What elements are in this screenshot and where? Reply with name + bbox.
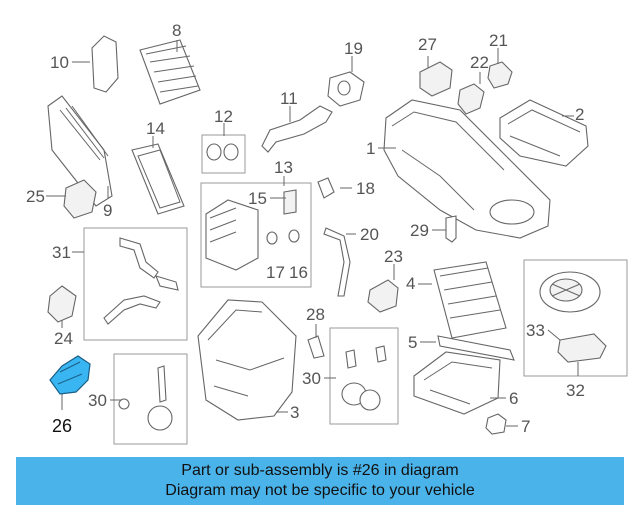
callout-7: 7: [521, 417, 530, 436]
part-23-sensor: [367, 279, 399, 313]
callout-20: 20: [360, 225, 379, 244]
callout-4: 4: [406, 274, 415, 293]
callout-30-right: 30: [302, 369, 321, 388]
part-24-actuator: [47, 285, 77, 323]
part-30-right-parts: [341, 345, 387, 411]
callout-26: 26: [52, 416, 72, 436]
part-29-sensor: [445, 215, 457, 243]
callout-labels: 1 2 3 4 5 6 7 8 9 10 11 12 13 14 15 16 1…: [26, 21, 585, 436]
part-30-left-parts: [118, 365, 173, 431]
part-33-resistor: [557, 333, 607, 363]
part-26-actuator-highlighted: [49, 355, 91, 395]
callout-22: 22: [470, 53, 489, 72]
callout-27: 27: [418, 35, 437, 54]
callout-32: 32: [566, 381, 585, 400]
callout-3: 3: [290, 403, 299, 422]
part-11-pipe: [261, 105, 333, 153]
callout-29: 29: [410, 221, 429, 240]
group-box-30-left: [113, 353, 188, 445]
callout-25: 25: [26, 187, 45, 206]
callout-13: 13: [274, 158, 293, 177]
part-13-evaporator-kit: [205, 189, 300, 271]
part-18-grommet: [317, 177, 335, 199]
part-12-rings: [206, 143, 239, 161]
part-31-hoses: [103, 237, 179, 325]
part-19-seal: [327, 71, 365, 107]
group-box-13: [200, 182, 312, 288]
info-banner: Part or sub-assembly is #26 in diagram D…: [16, 457, 624, 505]
part-4-filter: [433, 261, 507, 339]
part-32-blower-motor: [539, 271, 601, 313]
callout-9: 9: [103, 201, 112, 220]
callout-15: 15: [248, 189, 267, 208]
callout-18: 18: [356, 179, 375, 198]
callout-12: 12: [214, 107, 233, 126]
callout-19: 19: [344, 39, 363, 58]
part-2-case-half: [499, 99, 589, 167]
leader-lines: [46, 40, 579, 427]
part-3-lower-housing: [197, 299, 297, 421]
callout-6: 6: [509, 389, 518, 408]
banner-line-1: Part or sub-assembly is #26 in diagram: [181, 462, 459, 479]
banner-line-2: Diagram may not be specific to your vehi…: [165, 482, 475, 499]
part-21-actuator: [487, 61, 513, 89]
part-25-actuator: [63, 179, 97, 219]
part-28-fitting: [307, 335, 325, 359]
callout-5: 5: [408, 333, 417, 352]
callout-21: 21: [489, 31, 508, 50]
callout-11: 11: [280, 89, 298, 108]
part-14-cabin-filter: [131, 143, 185, 215]
callout-33: 33: [526, 321, 545, 340]
callout-30-left: 30: [88, 391, 107, 410]
group-box-32: [523, 259, 628, 377]
callout-2: 2: [575, 105, 584, 124]
part-20-tube: [323, 227, 351, 297]
callout-1: 1: [366, 139, 375, 158]
callout-24: 24: [54, 329, 73, 348]
part-10-bracket: [91, 35, 119, 93]
part-27-actuator: [419, 61, 453, 97]
callout-10: 10: [50, 53, 69, 72]
callout-28: 28: [306, 305, 325, 324]
group-box-30-right: [329, 327, 399, 425]
part-22-actuator: [457, 83, 485, 115]
part-5-seal-strip: [437, 335, 515, 361]
part-9-evaporator: [47, 95, 113, 207]
part-8-heater-core: [139, 39, 201, 105]
callout-31: 31: [52, 243, 71, 262]
part-1-hvac-housing: [383, 99, 551, 239]
group-box-31: [83, 227, 188, 341]
callout-8: 8: [172, 21, 181, 40]
part-7-nut: [485, 413, 507, 435]
callout-16: 16: [289, 263, 308, 282]
callout-17: 17: [266, 263, 285, 282]
part-6-tray: [413, 351, 501, 415]
callout-23: 23: [384, 247, 403, 266]
callout-14: 14: [146, 119, 165, 138]
